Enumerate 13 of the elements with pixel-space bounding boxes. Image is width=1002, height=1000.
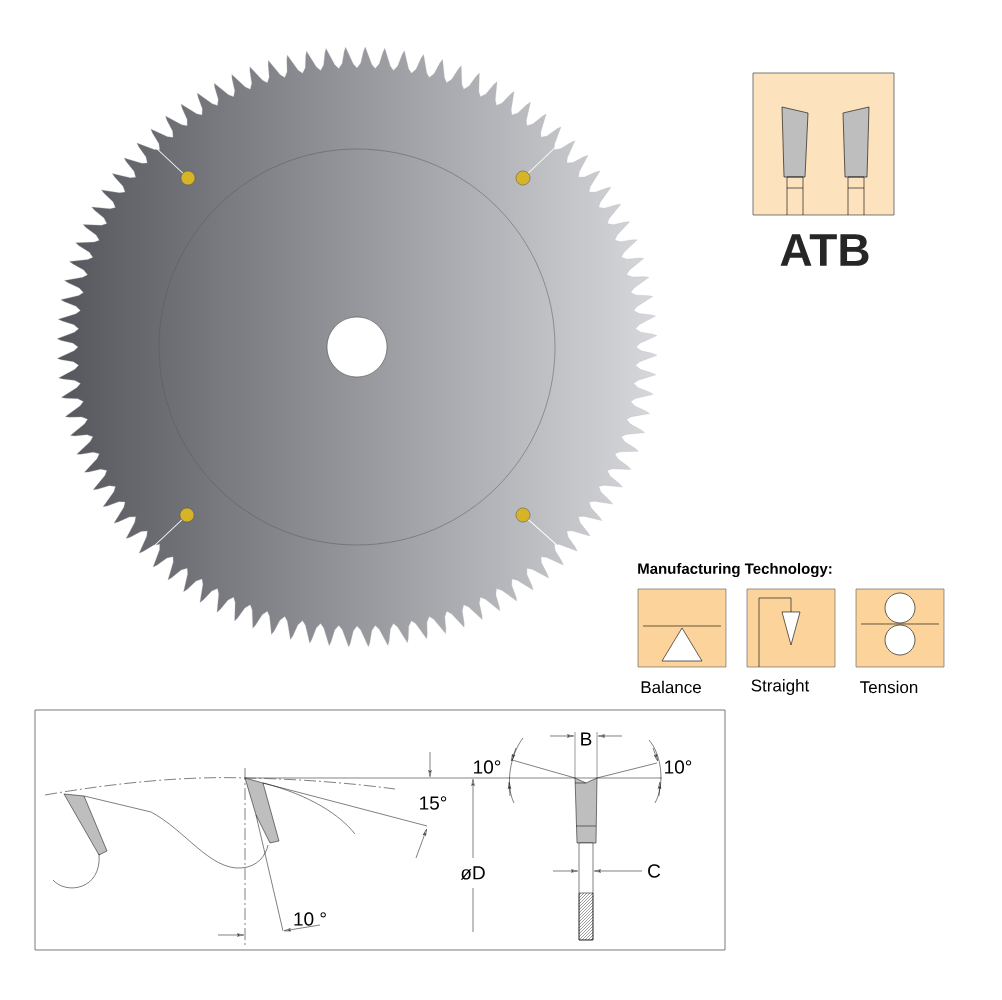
icon-caption: Balance bbox=[641, 680, 701, 694]
dimension-label: B bbox=[581, 732, 592, 746]
section-heading: Manufacturing Technology: bbox=[638, 562, 832, 578]
icon-caption: Tension bbox=[860, 680, 918, 694]
dimension-label: 10 ° bbox=[294, 912, 326, 926]
node-label: ATB bbox=[780, 234, 869, 266]
tooth-type-box: ATB bbox=[752, 72, 895, 266]
dimension-label: C bbox=[648, 864, 661, 878]
dimension-label: 10° bbox=[665, 760, 692, 774]
dimension-label: øD bbox=[460, 866, 485, 880]
dimension-label: 15° bbox=[420, 796, 447, 810]
dimension-label: 10° bbox=[474, 760, 501, 774]
icon-caption: Straight bbox=[751, 679, 810, 695]
